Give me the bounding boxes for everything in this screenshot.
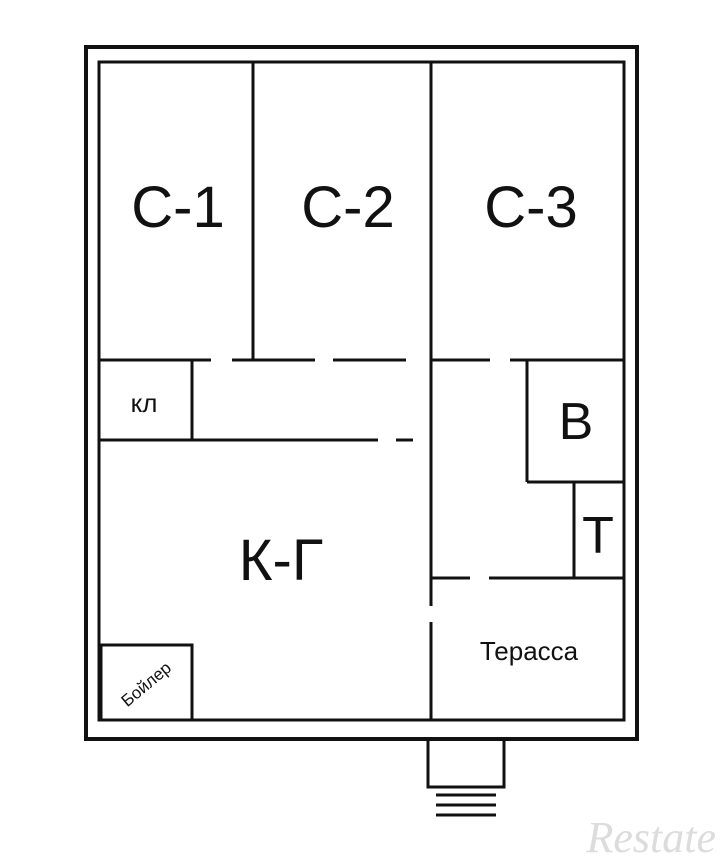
room-label-kg: К-Г [239, 528, 324, 593]
room-label-kl: кл [131, 388, 158, 418]
room-label-c3: С-3 [484, 175, 577, 240]
porch [426, 737, 506, 789]
room-label-v: В [559, 393, 594, 451]
room-label-c2: С-2 [301, 175, 394, 240]
room-label-t: Т [582, 507, 614, 565]
watermark-brand: Restate [585, 813, 716, 862]
outer-wall-outer [84, 45, 639, 741]
boiler-box [99, 643, 194, 722]
room-label-boiler: Бойлер [118, 658, 175, 710]
room-label-terrace: Терасса [480, 636, 579, 666]
room-label-c1: С-1 [131, 175, 224, 240]
outer-wall-inner [97, 60, 626, 722]
